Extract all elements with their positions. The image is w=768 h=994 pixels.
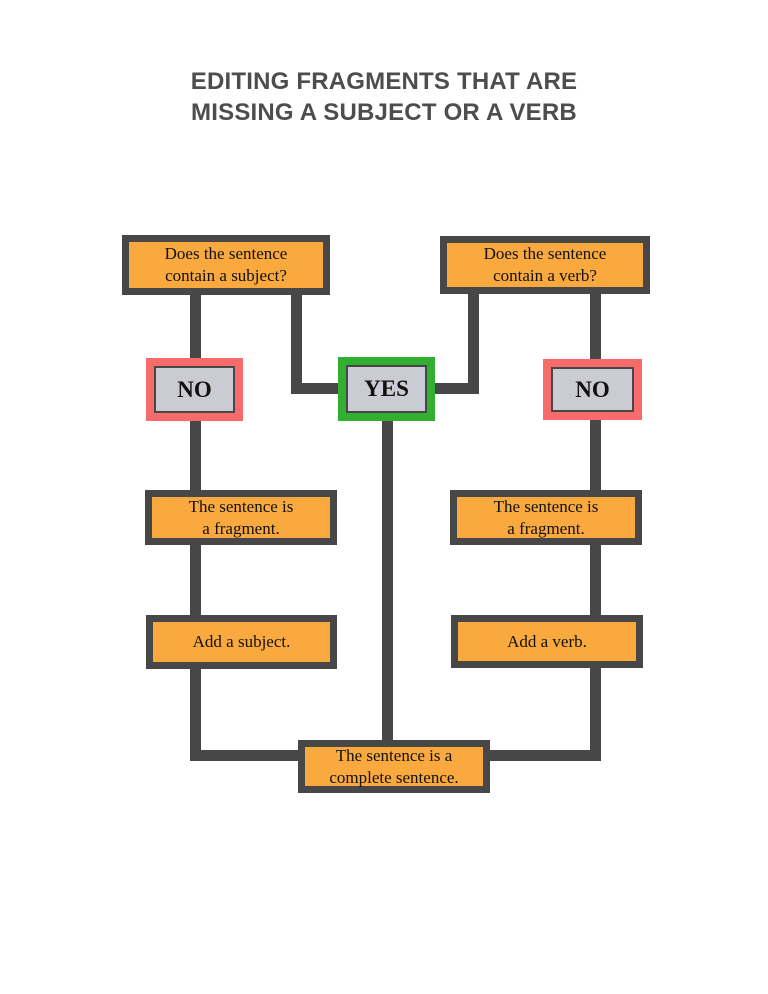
page-title-line1: EDITING FRAGMENTS THAT ARE xyxy=(190,68,578,95)
page-title: EDITING FRAGMENTS THAT ARE MISSING A SUB… xyxy=(0,66,768,128)
node-no-right: NO xyxy=(543,359,642,420)
node-question-verb: Does the sentence contain a verb? xyxy=(440,236,650,294)
node-yes: YES xyxy=(338,357,435,421)
node-add-verb: Add a verb. xyxy=(451,615,643,668)
connector-yes-down-vertical xyxy=(382,418,393,746)
node-no-left: NO xyxy=(146,358,243,421)
connector-bottom-right-horizontal xyxy=(484,750,601,761)
node-no-right-label: NO xyxy=(551,367,634,412)
node-complete-sentence: The sentence is a complete sentence. xyxy=(298,740,490,793)
node-fragment-right-line2: a fragment. xyxy=(507,518,585,538)
connector-yes-right-horizontal xyxy=(425,383,479,394)
node-fragment-left-line1: The sentence is xyxy=(188,496,294,516)
node-fragment-left-line2: a fragment. xyxy=(202,518,280,538)
connector-yes-left-horizontal xyxy=(291,383,348,394)
node-question-subject: Does the sentence contain a subject? xyxy=(122,235,330,295)
node-complete-sentence-line1: The sentence is a xyxy=(335,745,453,765)
page-title-line2: MISSING A SUBJECT OR A VERB xyxy=(191,99,577,126)
node-question-verb-line1: Does the sentence xyxy=(483,244,607,263)
node-add-subject: Add a subject. xyxy=(146,615,337,669)
connector-bottom-left-horizontal xyxy=(190,750,305,761)
node-fragment-left: The sentence is a fragment. xyxy=(145,490,337,545)
node-add-verb-line1: Add a verb. xyxy=(507,631,587,651)
node-fragment-right: The sentence is a fragment. xyxy=(450,490,642,545)
node-question-verb-line2: contain a verb? xyxy=(493,266,597,285)
node-no-left-label: NO xyxy=(154,366,235,413)
connector-right-inner-vertical xyxy=(468,294,479,394)
node-question-subject-line2: contain a subject? xyxy=(165,266,287,285)
node-question-subject-line1: Does the sentence xyxy=(164,244,288,263)
connector-left-inner-vertical xyxy=(291,295,302,394)
node-fragment-right-line1: The sentence is xyxy=(493,496,599,516)
node-yes-label: YES xyxy=(346,365,427,413)
node-complete-sentence-line2: complete sentence. xyxy=(329,767,459,787)
node-add-subject-line1: Add a subject. xyxy=(192,632,291,651)
